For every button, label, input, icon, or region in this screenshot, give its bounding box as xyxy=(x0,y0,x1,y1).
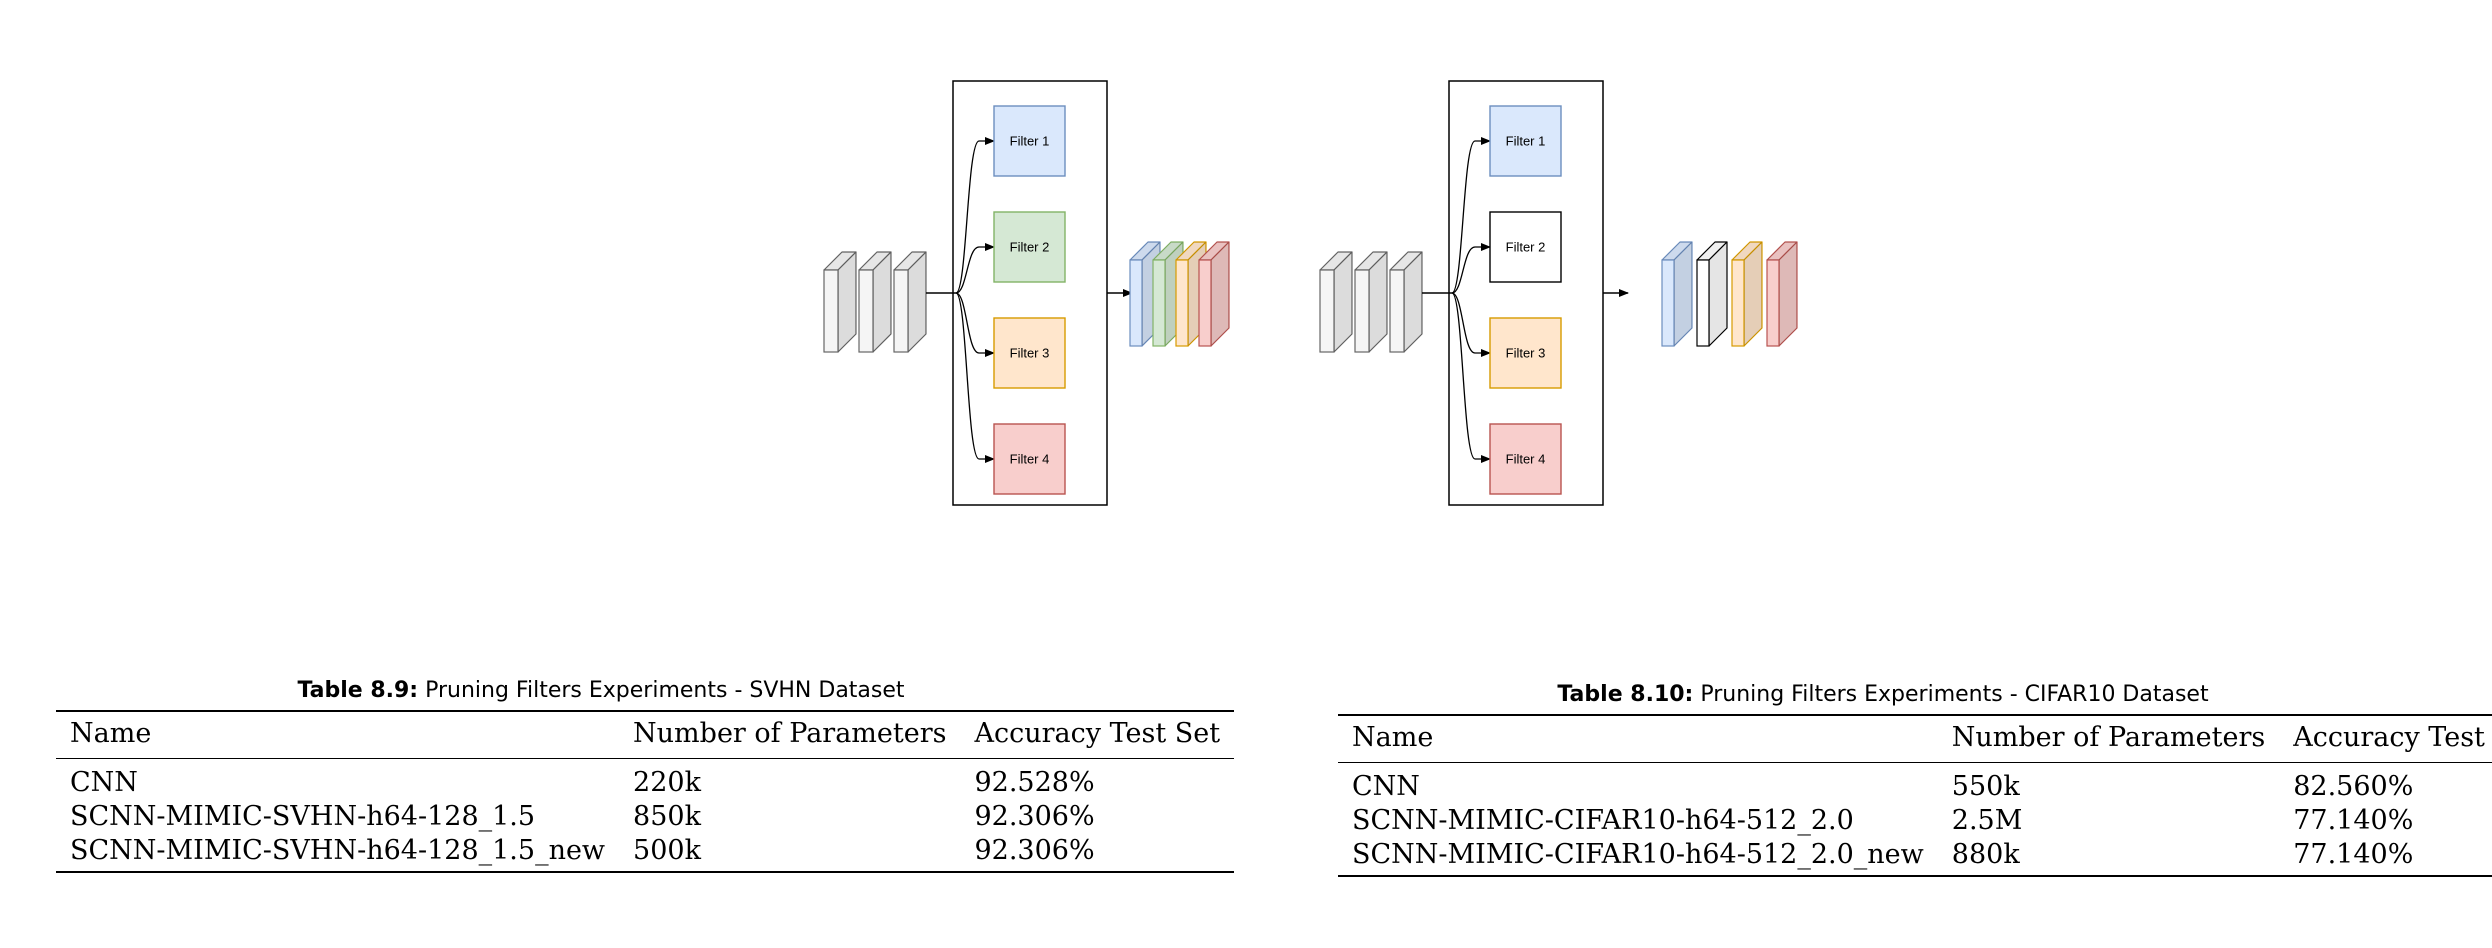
input-layer xyxy=(1354,251,1388,353)
branch-arrow xyxy=(1451,137,1491,294)
input-layer xyxy=(1319,251,1353,353)
pruning-diagram: Filter 1 Filter 2 Filter 3 Filter 4 Filter … xyxy=(823,80,1798,506)
table-row: CNN 550k 82.560% xyxy=(1338,763,2492,804)
filter-label: Filter 2 xyxy=(1010,240,1050,255)
cell-parameters: 850k xyxy=(633,800,701,832)
header-accuracy: Accuracy Test Set xyxy=(2279,714,2492,763)
output-layer xyxy=(1731,241,1763,347)
cell-name: SCNN-MIMIC-SVHN-h64-128_1.5_new xyxy=(56,833,620,873)
table-number: Table 8.9: xyxy=(297,678,419,703)
branch-arrow xyxy=(955,292,995,463)
input-layer xyxy=(823,251,857,353)
cell-name: CNN xyxy=(1352,770,1420,802)
filter-label: Filter 2 xyxy=(1506,240,1546,255)
filter-box xyxy=(993,105,1066,177)
filter-label: Filter 3 xyxy=(1506,346,1546,361)
input-layer xyxy=(893,251,927,353)
filter-box xyxy=(1489,317,1562,389)
filter-box xyxy=(993,211,1066,283)
cell-parameters: 500k xyxy=(619,833,961,873)
filter-box xyxy=(1489,105,1562,177)
filter-label: Filter 4 xyxy=(1506,452,1546,467)
branch-arrow xyxy=(955,243,995,294)
table-cifar10: Name Number of Parameters Accuracy Test … xyxy=(1338,714,2492,877)
cell-accuracy: 92.306% xyxy=(974,800,1095,832)
output-layer xyxy=(1198,241,1230,347)
table-header-row: Name Number of Parameters Accuracy Test … xyxy=(56,710,1235,759)
diagram-panel-original: Filter 1 Filter 2 Filter 3 Filter 4 xyxy=(823,80,1230,506)
cell-name: SCNN-MIMIC-CIFAR10-h64-512_2.0_new xyxy=(1338,837,1938,877)
header-parameters: Number of Parameters xyxy=(619,710,961,759)
table-row: SCNN-MIMIC-CIFAR10-h64-512_2.0_new 880k … xyxy=(1338,837,2492,877)
cell-accuracy: 77.140% xyxy=(2279,837,2492,877)
header-name: Name xyxy=(56,710,620,759)
cell-parameters: 880k xyxy=(1937,837,2280,877)
table-svhn: Name Number of Parameters Accuracy Test … xyxy=(56,710,1235,873)
header-name: Name xyxy=(1338,714,1938,763)
table-row: SCNN-MIMIC-SVHN-h64-128_1.5 850k 92.306% xyxy=(56,799,1234,833)
cell-name: SCNN-MIMIC-SVHN-h64-128_1.5 xyxy=(70,800,536,832)
table-row: SCNN-MIMIC-CIFAR10-h64-512_2.0 2.5M 77.1… xyxy=(1338,803,2492,837)
table-number: Table 8.10: xyxy=(1557,682,1694,707)
table-caption-cifar10: Table 8.10: Pruning Filters Experiments … xyxy=(1338,682,2428,707)
branch-arrow xyxy=(1451,292,1491,357)
cell-name: CNN xyxy=(70,766,138,798)
branch-arrow xyxy=(955,292,995,357)
table-header-row: Name Number of Parameters Accuracy Test … xyxy=(1338,714,2492,763)
cell-accuracy: 77.140% xyxy=(2293,804,2414,836)
table-caption-svhn: Table 8.9: Pruning Filters Experiments -… xyxy=(56,678,1146,703)
header-parameters: Number of Parameters xyxy=(1937,714,2280,763)
input-layer xyxy=(858,251,892,353)
filter-box xyxy=(1489,211,1562,283)
branch-arrow xyxy=(1451,292,1491,463)
table-row: CNN 220k 92.528% xyxy=(56,759,1234,800)
filter-box xyxy=(993,423,1066,495)
header-accuracy: Accuracy Test Set xyxy=(960,710,1235,759)
filter-box xyxy=(1489,423,1562,495)
filter-box xyxy=(993,317,1066,389)
table-row: SCNN-MIMIC-SVHN-h64-128_1.5_new 500k 92.… xyxy=(56,833,1235,873)
filter-label: Filter 1 xyxy=(1010,134,1050,149)
cell-parameters: 220k xyxy=(633,766,701,798)
filter-label: Filter 3 xyxy=(1010,346,1050,361)
input-layer xyxy=(1389,251,1423,353)
output-layer xyxy=(1661,241,1693,347)
table-title: Pruning Filters Experiments - CIFAR10 Da… xyxy=(1700,682,2209,707)
cell-name: SCNN-MIMIC-CIFAR10-h64-512_2.0 xyxy=(1352,804,1854,836)
diagram-panel-pruned: Filter 1 Filter 2 Filter 3 Filter 4 xyxy=(1319,80,1798,506)
branch-arrow xyxy=(1451,243,1491,294)
output-layer xyxy=(1696,241,1728,347)
cell-parameters: 550k xyxy=(1951,770,2020,802)
cell-accuracy: 92.306% xyxy=(960,833,1235,873)
cell-parameters: 2.5M xyxy=(1951,804,2023,836)
cell-accuracy: 82.560% xyxy=(2293,770,2414,802)
branch-arrow xyxy=(955,137,995,294)
table-title: Pruning Filters Experiments - SVHN Datas… xyxy=(425,678,905,703)
filter-label: Filter 4 xyxy=(1010,452,1050,467)
filter-label: Filter 1 xyxy=(1506,134,1546,149)
cell-accuracy: 92.528% xyxy=(974,766,1095,798)
output-layer xyxy=(1766,241,1798,347)
